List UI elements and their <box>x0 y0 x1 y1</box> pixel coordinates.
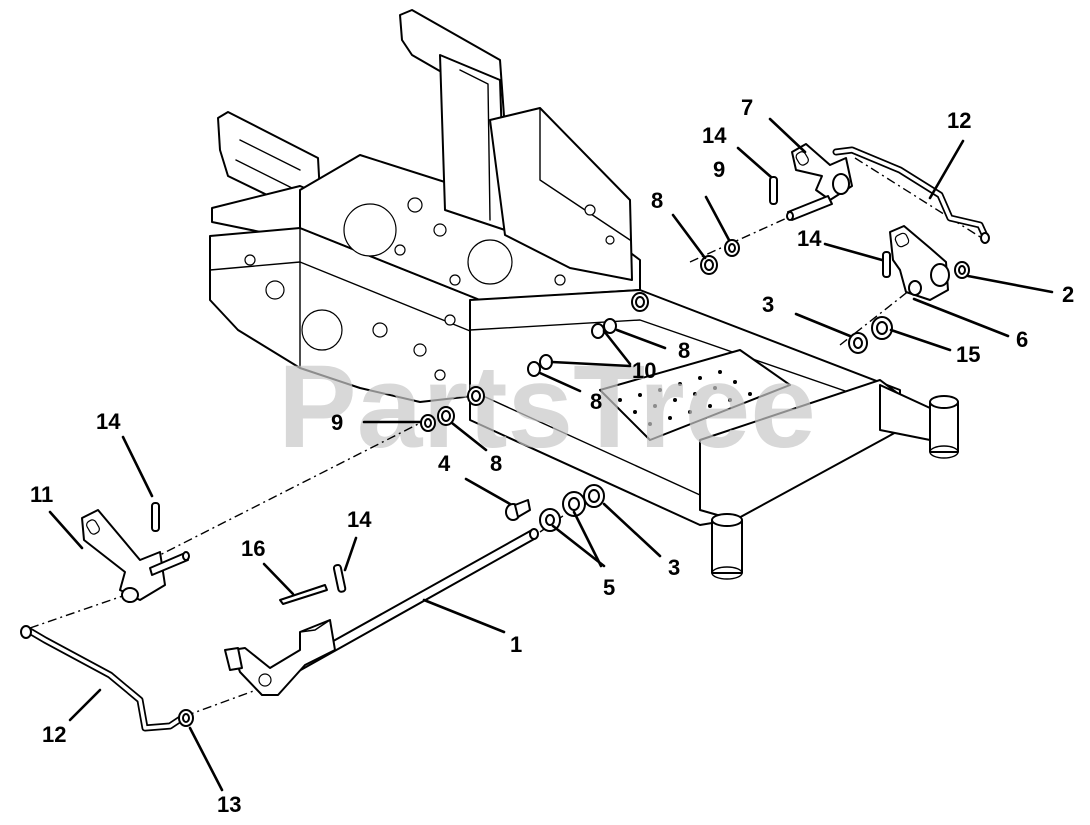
callout-9-upper: 9 <box>713 157 725 182</box>
callout-11: 11 <box>30 482 53 507</box>
part-2-ring <box>954 261 970 279</box>
part-14-pin-right <box>882 251 891 278</box>
part-8-bushing-upper <box>700 255 718 275</box>
part-16-cotter <box>279 584 328 605</box>
part-15-washer <box>871 316 893 340</box>
part-11-arm-bracket <box>81 509 190 603</box>
tractor-frame <box>209 9 959 580</box>
part-1-lift-shaft <box>224 528 539 696</box>
part-8-bushing-frame-right <box>631 292 649 312</box>
part-13-ring <box>178 709 194 727</box>
front-caster-mount-left <box>711 513 743 580</box>
callout-2: 2 <box>1062 282 1074 307</box>
part-5-washers <box>539 491 586 532</box>
front-caster-mount-right <box>879 384 959 459</box>
callout-12-upper: 12 <box>947 108 971 133</box>
callout-14-upper: 14 <box>702 123 727 148</box>
callout-8-center: 8 <box>590 389 602 414</box>
leader-lines <box>48 117 1054 792</box>
callout-8-top: 8 <box>651 188 663 213</box>
callout-1: 1 <box>510 632 522 657</box>
part-8-bushing-frame-left <box>467 386 485 406</box>
callout-15: 15 <box>956 342 980 367</box>
part-9-washer-left <box>420 414 436 432</box>
callout-4: 4 <box>438 451 451 476</box>
callout-5: 5 <box>603 575 615 600</box>
callout-14-right: 14 <box>797 226 822 251</box>
callout-14-left: 14 <box>96 409 121 434</box>
callout-3-upper: 3 <box>762 292 774 317</box>
part-3-bushing-lower <box>583 484 605 508</box>
callout-8-right: 8 <box>678 338 690 363</box>
callout-3-lower: 3 <box>668 555 680 580</box>
part-12-link-rod-left <box>20 625 186 732</box>
part-3-bushing-upper <box>848 332 868 354</box>
callout-7: 7 <box>741 95 753 120</box>
callout-13: 13 <box>217 792 241 817</box>
part-6-arm-bracket <box>889 225 950 301</box>
callout-16: 16 <box>241 536 265 561</box>
part-4-clevis-pin <box>505 499 531 521</box>
callout-9-left: 9 <box>331 410 343 435</box>
callout-10: 10 <box>632 358 656 383</box>
callout-6: 6 <box>1016 327 1028 352</box>
part-14-pin-left <box>151 502 160 532</box>
part-8-bushing-left <box>437 406 455 426</box>
part-9-washer-upper <box>724 239 740 257</box>
callout-14-middle: 14 <box>347 507 372 532</box>
callout-12-lower: 12 <box>42 722 66 747</box>
part-12-link-rod-right <box>832 146 990 244</box>
part-14-pin-middle <box>332 564 347 593</box>
callout-8-left: 8 <box>490 451 502 476</box>
part-14-pin-upper <box>769 176 778 205</box>
part-7-arm-bracket <box>786 143 853 221</box>
callout-labels: 1 2 3 3 4 5 6 7 8 8 8 8 9 9 10 11 12 12 … <box>30 95 1074 817</box>
